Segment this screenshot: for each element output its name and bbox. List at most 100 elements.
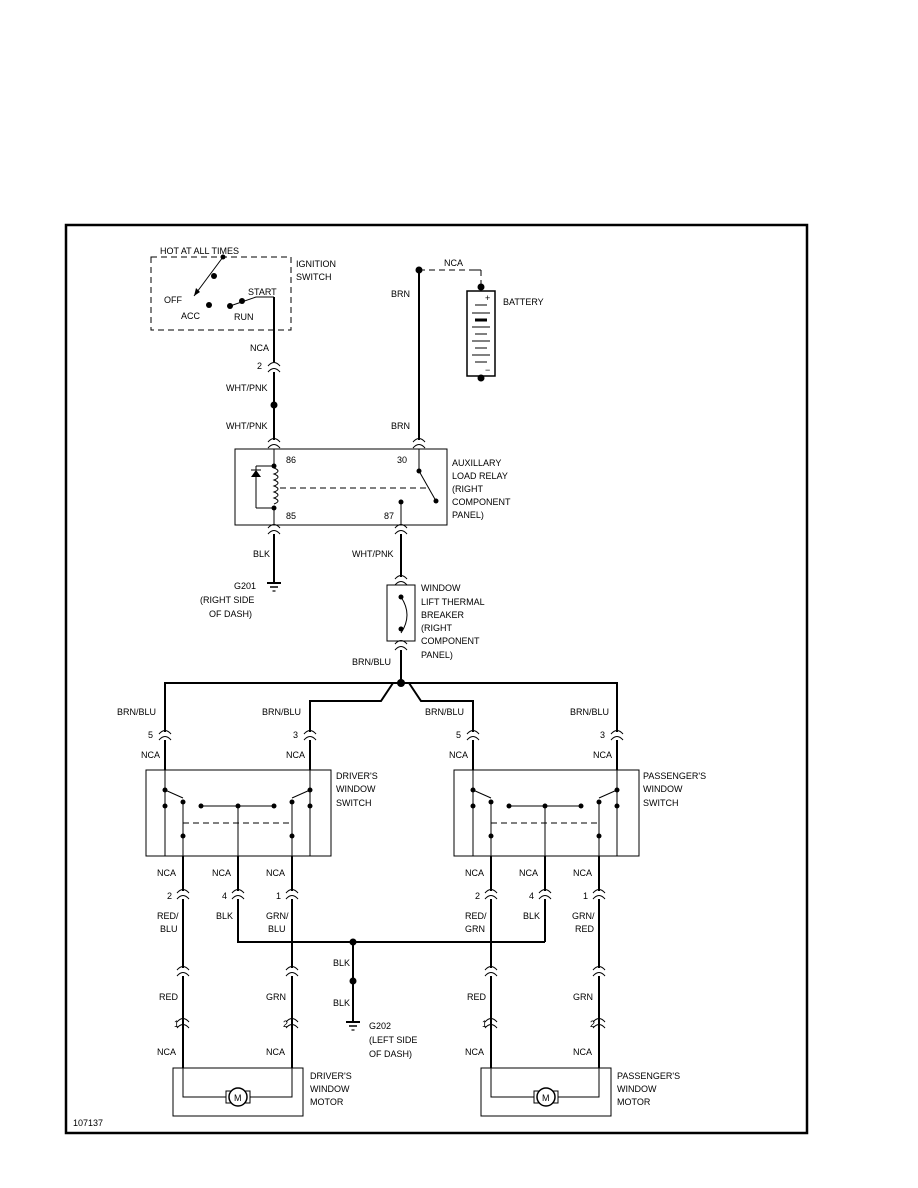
drv-motor-pin-c: 2 [283,1019,288,1029]
passenger-switch-line1: PASSENGER'S [643,771,706,781]
relay-line1: AUXILLARY [452,458,501,468]
ground-g202-icon [345,1021,361,1031]
drv-wire-c1: GRN/ [266,911,289,921]
pas-motor-pin-c: 2 [590,1019,595,1029]
pas-motor-line1: PASSENGER'S [617,1071,680,1081]
window-lift-thermal-breaker: WINDOW LIFT THERMAL BREAKER (RIGHT COMPO… [386,583,485,660]
battery-nca: NCA [444,258,463,268]
drv-nca-c: NCA [266,868,285,878]
pas-pin-a: 2 [475,891,480,901]
breaker-line2: LIFT THERMAL [421,597,485,607]
branch4-pin: 3 [600,730,605,740]
pas-wire-c-low: GRN [573,992,593,1002]
pas-wire-a-low: RED [467,992,487,1002]
g201-line1: G201 [234,581,256,591]
driver-switch-line2: WINDOW [336,784,376,794]
run-label: RUN [234,312,254,322]
pas-pin-c: 1 [583,891,588,901]
battery-plus: + [485,293,490,303]
diagram-frame [64,223,809,1135]
figure-id: 107137 [73,1118,103,1128]
battery-name: BATTERY [503,297,544,307]
breaker-line5: COMPONENT [421,636,480,646]
hot-at-all-times-label: HOT AT ALL TIMES [160,246,239,256]
battery-feed: NCA BRN BRN [391,258,482,449]
battery-wire-bottom: BRN [391,421,410,431]
ignition-pin: 2 [257,361,262,371]
drv-motor-pin-a: 1 [174,1019,179,1029]
driver-lower-wiring [176,856,545,1068]
g202-line2: (LEFT SIDE [369,1035,417,1045]
pas-wire-c2: RED [575,924,595,934]
relay-line4: COMPONENT [452,497,511,507]
driver-switch-line3: SWITCH [336,798,372,808]
pas-wire-a2: GRN [465,924,485,934]
pas-motor-pin-a: 1 [482,1019,487,1029]
relay-line2: LOAD RELAY [452,471,508,481]
ignition-name-line2: SWITCH [296,272,332,282]
breaker-wire-out: BRN/BLU [352,657,391,667]
drv-motor-line1: DRIVER'S [310,1071,352,1081]
passenger-switch-line2: WINDOW [643,784,683,794]
passengers-window-switch [453,769,640,857]
pas-nca-a: NCA [465,868,484,878]
drv-pin-c: 1 [276,891,281,901]
ignition-connector [267,362,281,373]
drv-pin-b: 4 [222,891,227,901]
branch1-pin: 5 [148,730,153,740]
g201-line2: (RIGHT SIDE [200,595,254,605]
breaker-line3: BREAKER [421,610,465,620]
branch1-nca: NCA [141,750,160,760]
breaker-wire-in: WHT/PNK [352,549,394,559]
breaker-line6: PANEL) [421,650,453,660]
battery: + − BATTERY [466,283,544,382]
drv-motor-line2: WINDOW [310,1084,350,1094]
branch3-pin: 5 [456,730,461,740]
drv-motor-nca-a: NCA [157,1047,176,1057]
pas-nca-c: NCA [573,868,592,878]
relay-pin86: 86 [286,455,296,465]
pas-motor-line3: MOTOR [617,1097,651,1107]
ignition-switch: HOT AT ALL TIMES IGNITION SWITCH OFF STA… [150,246,336,362]
drv-nca-a: NCA [157,868,176,878]
drv-motor-symbol: M [234,1093,242,1103]
g202-wire1: BLK [333,958,350,968]
branch4-nca: NCA [593,750,612,760]
pas-pin-b: 4 [529,891,534,901]
ignition-wire2: WHT/PNK [226,421,268,431]
off-label: OFF [164,295,182,305]
branch3-wire: BRN/BLU [425,707,464,717]
passenger-lower-wiring [484,856,606,1068]
passengers-window-motor: M [480,1067,612,1117]
ground-g202 [345,938,361,1031]
relay-pin87: 87 [384,511,394,521]
driver-switch-line1: DRIVER'S [336,771,378,781]
ignition-nca: NCA [250,343,269,353]
pas-motor-line2: WINDOW [617,1084,657,1094]
g202-line1: G202 [369,1021,391,1031]
relay-line3: (RIGHT [452,484,483,494]
start-label: START [248,287,277,297]
relay-pin30: 30 [397,455,407,465]
battery-minus: − [485,365,490,375]
pas-wire-b: BLK [523,911,540,921]
relay-pin85: 85 [286,511,296,521]
g202-line3: OF DASH) [369,1049,412,1059]
passenger-switch-line3: SWITCH [643,798,679,808]
branch2-wire: BRN/BLU [262,707,301,717]
pas-motor-nca-a: NCA [465,1047,484,1057]
branch4-wire: BRN/BLU [570,707,609,717]
pas-motor-symbol: M [542,1093,550,1103]
ignition-name-line1: IGNITION [296,259,336,269]
pas-nca-b: NCA [519,868,538,878]
drv-wire-b: BLK [216,911,233,921]
ground-g201-icon [266,582,282,592]
branch3-nca: NCA [449,750,468,760]
drv-wire-a-low: RED [159,992,179,1002]
acc-label: ACC [181,311,201,321]
breaker-line1: WINDOW [421,583,461,593]
branch2-nca: NCA [286,750,305,760]
drv-nca-b: NCA [212,868,231,878]
pas-motor-nca-c: NCA [573,1047,592,1057]
